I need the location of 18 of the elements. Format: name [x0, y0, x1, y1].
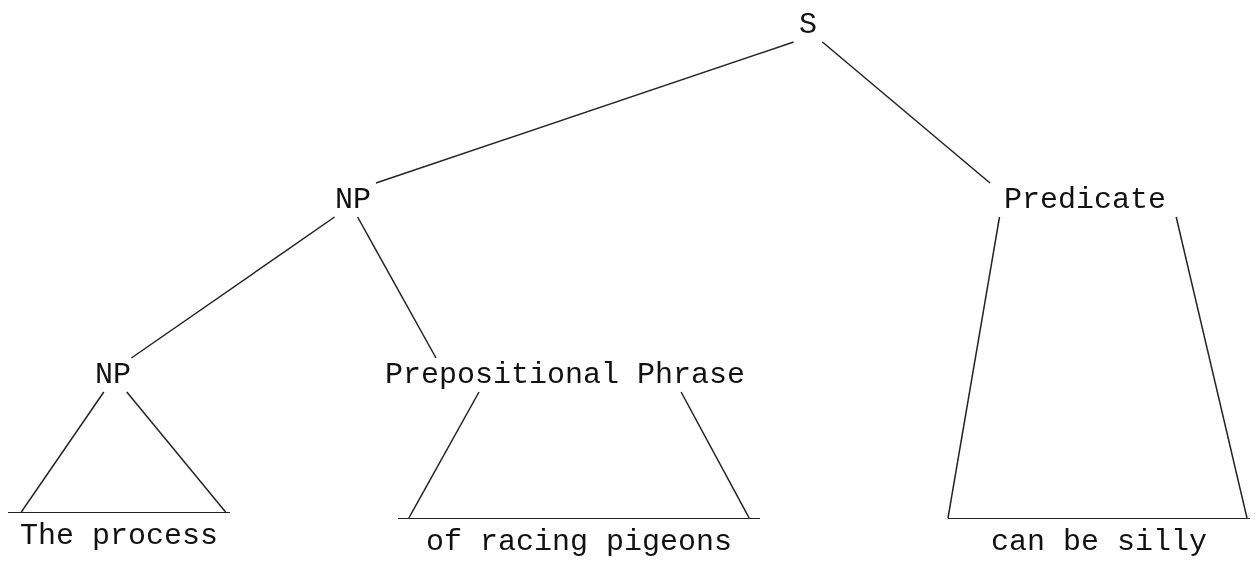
- tree-branch-line: [130, 216, 336, 359]
- phrase-text: The process: [8, 512, 230, 553]
- phrase-text: of racing pigeons: [398, 518, 760, 559]
- tree-branch-line: [680, 391, 750, 519]
- tree-branch-line: [408, 391, 480, 519]
- constituent-label: Predicate: [990, 183, 1180, 217]
- phrase-text: can be silly: [948, 518, 1250, 559]
- tree-branch-line: [1175, 216, 1248, 519]
- tree-branch-line: [126, 391, 227, 513]
- constituent-label: NP: [330, 183, 376, 217]
- tree-branch-line: [947, 216, 1001, 519]
- constituent-label: S: [790, 8, 826, 42]
- tree-branch-line: [20, 391, 105, 513]
- tree-branch-line: [375, 41, 795, 184]
- tree-branch-line: [356, 216, 437, 359]
- tree-branch-line: [821, 41, 991, 184]
- constituent-label: NP: [90, 358, 136, 392]
- constituent-label: Prepositional Phrase: [350, 358, 780, 392]
